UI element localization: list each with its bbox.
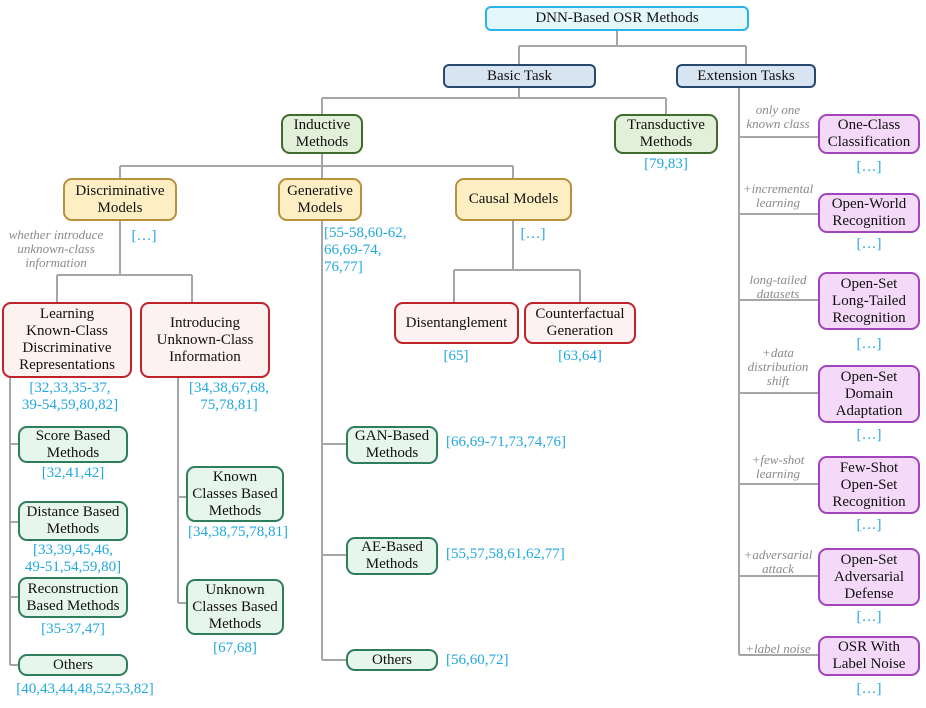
known-classes-references: [34,38,75,78,81] bbox=[188, 524, 288, 540]
learning-known-class-references: [32,33,35-37, 39-54,59,80,82] bbox=[21, 380, 119, 413]
counterfactual-references: [63,64] bbox=[558, 348, 602, 364]
others-left-references: [40,43,44,48,52,53,82] bbox=[16, 681, 154, 697]
transductive-methods-node: Transductive Methods bbox=[614, 114, 718, 154]
generative-references: [55-58,60-62, 66,69-74, 76,77] bbox=[324, 225, 407, 275]
open-set-domain-adaptation-node: Open-Set Domain Adaptation bbox=[818, 365, 920, 423]
basic-task-node: Basic Task bbox=[443, 64, 596, 88]
open-world-recognition-node: Open-World Recognition bbox=[818, 193, 920, 233]
counterfactual-generation-node: Counterfactual Generation bbox=[524, 302, 636, 344]
ae-based-methods-node: AE-Based Methods bbox=[346, 537, 438, 575]
extension-tasks-node: Extension Tasks bbox=[676, 64, 816, 88]
open-set-adversarial-defense-node: Open-Set Adversarial Defense bbox=[818, 548, 920, 606]
label-noise-references: […] bbox=[856, 681, 882, 697]
osr-with-label-noise-node: OSR With Label Noise bbox=[818, 636, 920, 676]
reconstruction-based-methods-node: Reconstruction Based Methods bbox=[18, 577, 128, 618]
annotation-adversarial-attack: +adversarial attack bbox=[743, 547, 813, 576]
one-class-classification-node: One-Class Classification bbox=[818, 114, 920, 154]
ae-based-references: [55,57,58,61,62,77] bbox=[446, 546, 565, 562]
score-based-methods-node: Score Based Methods bbox=[18, 426, 128, 463]
open-set-long-tailed-recognition-node: Open-Set Long-Tailed Recognition bbox=[818, 272, 920, 330]
others-generative-node: Others bbox=[346, 649, 438, 671]
others-generative-references: [56,60,72] bbox=[446, 652, 509, 668]
causal-references: […] bbox=[520, 226, 546, 242]
unknown-classes-references: [67,68] bbox=[213, 640, 257, 656]
others-left-node: Others bbox=[18, 654, 128, 676]
domain-adaptation-references: […] bbox=[856, 427, 882, 443]
generative-models-node: Generative Models bbox=[278, 178, 362, 221]
annotation-long-tailed-datasets: long-tailed datasets bbox=[749, 272, 807, 301]
disentanglement-node: Disentanglement bbox=[394, 302, 519, 344]
annotation-label-noise: +label noise bbox=[745, 641, 811, 656]
learning-known-class-node: Learning Known-Class Discriminative Repr… bbox=[2, 302, 132, 378]
open-world-references: […] bbox=[856, 236, 882, 252]
long-tailed-references: […] bbox=[856, 336, 882, 352]
known-classes-based-methods-node: Known Classes Based Methods bbox=[186, 466, 284, 522]
one-class-references: […] bbox=[856, 159, 882, 175]
gan-based-methods-node: GAN-Based Methods bbox=[346, 426, 438, 464]
reconstruction-based-references: [35-37,47] bbox=[41, 621, 105, 637]
annotation-data-distribution-shift: +data distribution shift bbox=[747, 345, 809, 388]
transductive-references: [79,83] bbox=[644, 156, 688, 172]
annotation-only-one-known-class: only one known class bbox=[746, 102, 810, 131]
annotation-incremental-learning: +incremental learning bbox=[742, 181, 814, 210]
distance-based-methods-node: Distance Based Methods bbox=[18, 501, 128, 541]
score-based-references: [32,41,42] bbox=[41, 465, 105, 481]
distance-based-references: [33,39,45,46, 49-51,54,59,80] bbox=[24, 542, 122, 575]
adversarial-defense-references: […] bbox=[856, 609, 882, 625]
gan-based-references: [66,69-71,73,74,76] bbox=[446, 434, 566, 450]
annotation-whether-introduce-unknown: whether introduce unknown-class informat… bbox=[8, 227, 104, 270]
discriminative-references: […] bbox=[131, 228, 157, 244]
disentanglement-references: [65] bbox=[443, 348, 469, 364]
annotation-few-shot-learning: +few-shot learning bbox=[751, 452, 805, 481]
unknown-classes-based-methods-node: Unknown Classes Based Methods bbox=[186, 579, 284, 635]
root-node-dnn-based-osr-methods: DNN-Based OSR Methods bbox=[485, 6, 749, 31]
inductive-methods-node: Inductive Methods bbox=[281, 114, 363, 154]
discriminative-models-node: Discriminative Models bbox=[63, 178, 177, 221]
introducing-unknown-class-node: Introducing Unknown-Class Information bbox=[140, 302, 270, 378]
few-shot-open-set-recognition-node: Few-Shot Open-Set Recognition bbox=[818, 456, 920, 514]
few-shot-references: […] bbox=[856, 517, 882, 533]
introducing-unknown-class-references: [34,38,67,68, 75,78,81] bbox=[189, 380, 269, 413]
causal-models-node: Causal Models bbox=[455, 178, 572, 221]
